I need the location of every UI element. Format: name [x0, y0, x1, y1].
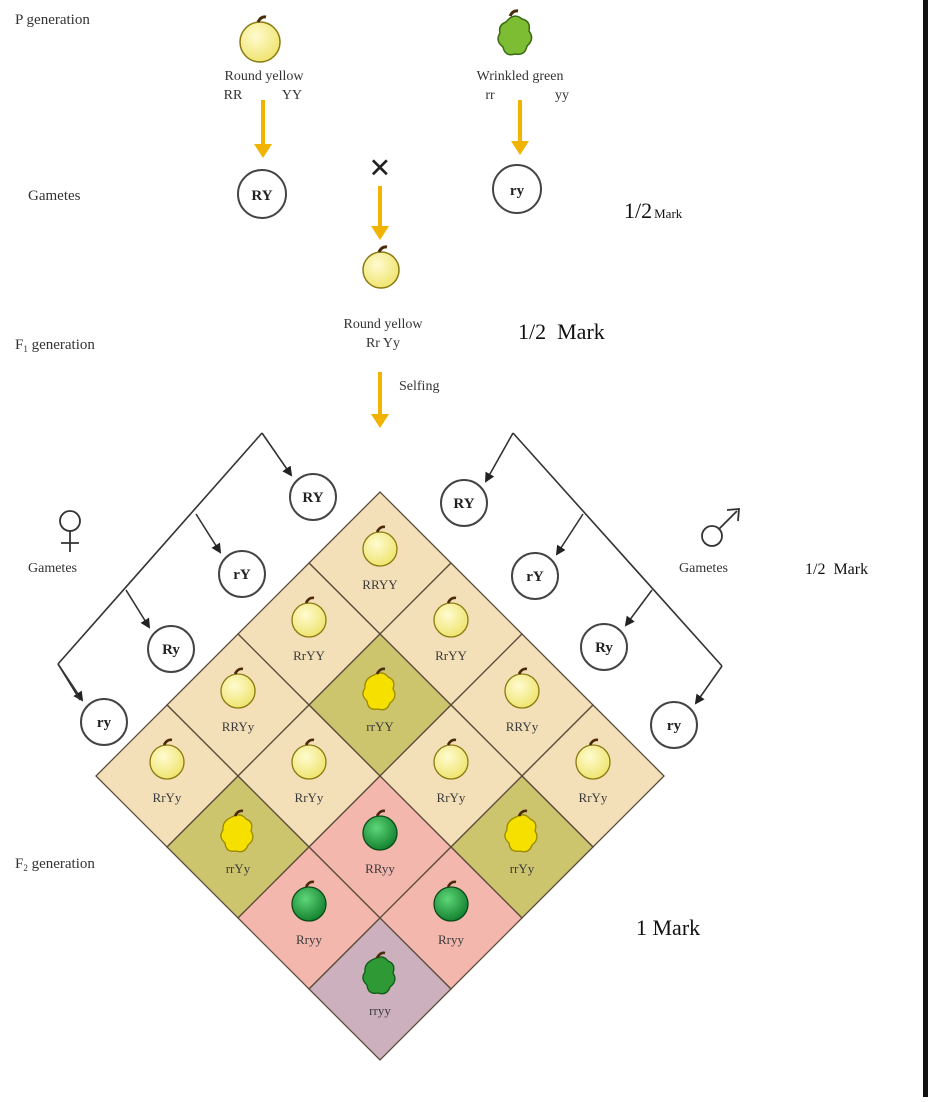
cell-genotype: RRYy	[222, 719, 255, 734]
cross-symbol: ×	[369, 147, 391, 189]
svg-text:RY: RY	[302, 490, 323, 506]
cell-genotype: RrYy	[153, 790, 182, 805]
male-symbol-icon	[701, 508, 740, 547]
wrinkled-yellow-pea-icon	[362, 667, 396, 711]
f1-mark: 1/2 Mark	[518, 319, 605, 344]
arrow-cross-to-f1	[371, 186, 389, 240]
cell-genotype: RrYy	[295, 790, 324, 805]
svg-text:RY: RY	[251, 188, 272, 204]
female-symbol-icon	[59, 510, 81, 552]
svg-text:ry: ry	[510, 183, 525, 199]
arrow-selfing	[371, 372, 389, 428]
female-gamete-circle: rY	[218, 550, 266, 598]
gametes-label-left: Gametes	[28, 561, 77, 576]
wrinkled-yellow-pea-icon	[220, 809, 254, 853]
punnett-cell: rryy	[308, 917, 452, 1061]
round-yellow-pea-icon	[239, 15, 281, 63]
male-gamete-circle: Ry	[580, 623, 628, 671]
cell-genotype: RRYy	[506, 719, 539, 734]
cell-genotype: RrYy	[437, 790, 466, 805]
round-yellow-pea-icon	[433, 738, 469, 780]
svg-text:rY: rY	[233, 567, 251, 583]
cell-genotype: Rryy	[438, 932, 465, 947]
f1-phenotype: Round yellow	[344, 317, 424, 332]
p-generation-label: P generation	[15, 12, 90, 28]
svg-text:RY: RY	[453, 496, 474, 512]
round-green-pea-icon	[291, 880, 327, 922]
parent2-genotype-r: rr	[485, 88, 495, 103]
round-yellow-pea-icon	[149, 738, 185, 780]
parent1-genotype-r: RR	[224, 88, 243, 103]
wrinkled-green-pea-icon	[362, 951, 396, 995]
round-green-pea-icon	[362, 809, 398, 851]
svg-text:Ry: Ry	[595, 640, 613, 656]
svg-text:ry: ry	[667, 718, 682, 734]
cell-genotype: RrYY	[293, 648, 325, 663]
gametes-row-label: Gametes	[28, 188, 81, 204]
f2-generation-label: F2 generation	[15, 856, 95, 873]
female-gamete-circle: Ry	[147, 625, 195, 673]
male-gamete-circle: RY	[440, 479, 488, 527]
gamete-brackets: RY rY Ry ry RY rY Ry ry	[57, 432, 723, 749]
cell-genotype: RrYy	[579, 790, 608, 805]
round-yellow-pea-icon	[291, 596, 327, 638]
wrinkled-green-pea-icon	[497, 9, 533, 56]
f1-generation-label: F1 generation	[15, 337, 95, 354]
parent2-phenotype: Wrinkled green	[477, 69, 564, 84]
cell-genotype: RrYY	[435, 648, 467, 663]
svg-text:ry: ry	[97, 715, 112, 731]
female-gamete-circle: RY	[289, 473, 337, 521]
round-yellow-pea-icon	[575, 738, 611, 780]
gamete-circle-parent2: ry	[492, 164, 542, 214]
parent2-genotype-y: yy	[555, 88, 569, 103]
cell-genotype: rrYY	[366, 719, 394, 734]
round-yellow-pea-icon	[362, 525, 398, 567]
cell-genotype: rryy	[369, 1003, 391, 1018]
cell-genotype: RRyy	[365, 861, 395, 876]
parent1-phenotype: Round yellow	[225, 69, 305, 84]
right-border	[923, 0, 928, 1097]
cell-genotype: rrYy	[510, 861, 535, 876]
f1-round-yellow-pea-icon	[362, 245, 400, 289]
svg-text:rY: rY	[526, 569, 544, 585]
arrow-parent1-to-gamete	[254, 100, 272, 158]
round-green-pea-icon	[433, 880, 469, 922]
f2-mark: 1 Mark	[636, 915, 700, 940]
gametes-label-right: Gametes	[679, 561, 728, 576]
round-yellow-pea-icon	[291, 738, 327, 780]
male-gamete-circle: ry	[650, 701, 698, 749]
punnett-mark: 1/2 Mark	[785, 561, 880, 578]
selfing-label: Selfing	[399, 379, 439, 394]
wrinkled-yellow-pea-icon	[504, 809, 538, 853]
cell-genotype: RRYY	[362, 577, 398, 592]
female-gamete-circle: ry	[80, 698, 128, 746]
f1-genotype: Rr Yy	[366, 336, 400, 351]
svg-text:Ry: Ry	[162, 642, 180, 658]
round-yellow-pea-icon	[504, 667, 540, 709]
gamete-circle-parent1: RY	[237, 169, 287, 219]
male-gamete-circle: rY	[511, 552, 559, 600]
parent1-genotype-y: YY	[282, 88, 302, 103]
round-yellow-pea-icon	[220, 667, 256, 709]
round-yellow-pea-icon	[433, 596, 469, 638]
arrow-parent2-to-gamete	[511, 100, 529, 155]
cell-genotype: rrYy	[226, 861, 251, 876]
cell-genotype: Rryy	[296, 932, 323, 947]
